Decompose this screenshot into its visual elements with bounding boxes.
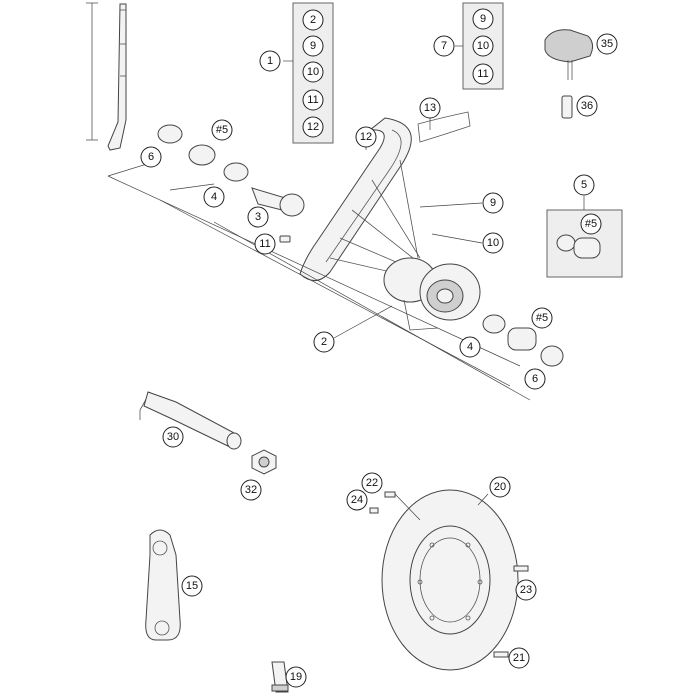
callout-4-right[interactable]: 4 <box>459 336 481 358</box>
callout-10-spoke[interactable]: 10 <box>482 232 504 254</box>
svg-text:20: 20 <box>494 481 506 493</box>
svg-text:6: 6 <box>148 151 154 163</box>
svg-text:#5: #5 <box>216 124 228 136</box>
callout-6-left[interactable]: 6 <box>140 146 162 168</box>
svg-text:30: 30 <box>167 431 179 443</box>
callout-1[interactable]: 1 <box>259 50 281 72</box>
callout-21[interactable]: 21 <box>508 647 530 669</box>
svg-text:11: 11 <box>477 68 488 80</box>
svg-text:#5: #5 <box>536 312 548 324</box>
callout-20[interactable]: 20 <box>489 476 511 498</box>
svg-text:35: 35 <box>601 38 613 50</box>
disc-bolts-right <box>493 565 529 658</box>
callout-2-hub[interactable]: 2 <box>313 331 335 353</box>
axle-nut-part <box>251 449 277 475</box>
callout-11-kit7[interactable]: 11 <box>472 63 494 85</box>
svg-text:7: 7 <box>441 40 447 52</box>
callout-2-kit[interactable]: 2 <box>302 9 324 31</box>
callout-12-rim[interactable]: 12 <box>355 126 377 148</box>
callout-35[interactable]: 35 <box>596 33 618 55</box>
valve-part <box>561 95 573 119</box>
svg-text:32: 32 <box>245 484 257 496</box>
callout-12-kit1[interactable]: 12 <box>302 116 324 138</box>
callout-9-kit1[interactable]: 9 <box>302 35 324 57</box>
left-parts-stack <box>157 124 305 243</box>
svg-text:10: 10 <box>487 237 499 249</box>
svg-text:15: 15 <box>186 580 198 592</box>
svg-text:9: 9 <box>310 40 316 52</box>
callout-13[interactable]: 13 <box>419 97 441 119</box>
axle-part <box>139 391 242 450</box>
svg-text:19: 19 <box>290 671 302 683</box>
valve-tool-part <box>271 661 289 693</box>
svg-text:21: 21 <box>513 652 525 664</box>
kit-5-box <box>546 196 623 278</box>
callout-11-nipple[interactable]: 11 <box>254 233 276 255</box>
callout-7[interactable]: 7 <box>433 35 455 57</box>
callout-36[interactable]: 36 <box>576 95 598 117</box>
svg-text:9: 9 <box>480 13 486 25</box>
hub-part <box>383 257 481 331</box>
callout-4-left[interactable]: 4 <box>203 186 225 208</box>
valve-cap-part <box>544 29 594 80</box>
svg-text:11: 11 <box>259 238 270 250</box>
callout-30[interactable]: 30 <box>162 426 184 448</box>
callout-10-kit1[interactable]: 10 <box>302 61 324 83</box>
svg-text:22: 22 <box>366 477 378 489</box>
callout-19[interactable]: 19 <box>285 666 307 688</box>
right-parts-stack <box>482 314 564 367</box>
wrench-part <box>145 529 181 641</box>
svg-text:10: 10 <box>307 66 319 78</box>
disc-bolts-top <box>369 491 421 521</box>
callout-5-right[interactable]: #5 <box>531 307 553 329</box>
callout-10-kit7[interactable]: 10 <box>472 35 494 57</box>
svg-text:2: 2 <box>310 14 316 26</box>
callout-22[interactable]: 22 <box>361 472 383 494</box>
svg-text:11: 11 <box>307 94 318 106</box>
svg-text:2: 2 <box>321 336 327 348</box>
callout-32[interactable]: 32 <box>240 479 262 501</box>
svg-text:6: 6 <box>532 373 538 385</box>
svg-text:12: 12 <box>307 121 319 133</box>
callout-15[interactable]: 15 <box>181 575 203 597</box>
svg-text:36: 36 <box>581 100 593 112</box>
svg-text:4: 4 <box>211 191 217 203</box>
callout-3[interactable]: 3 <box>247 206 269 228</box>
rim-tape-part <box>417 111 471 143</box>
callout-9-kit7[interactable]: 9 <box>472 8 494 30</box>
callout-6-right[interactable]: 6 <box>524 368 546 390</box>
callout-11-kit1[interactable]: 11 <box>302 89 324 111</box>
callout-5-left[interactable]: #5 <box>211 119 233 141</box>
callout-24[interactable]: 24 <box>346 489 368 511</box>
svg-text:13: 13 <box>424 102 436 114</box>
svg-text:10: 10 <box>477 40 489 52</box>
svg-text:5: 5 <box>581 179 587 191</box>
brake-disc-part <box>381 489 519 671</box>
spoke-part <box>86 2 127 151</box>
svg-text:3: 3 <box>255 211 261 223</box>
callout-5-kit[interactable]: 5 <box>573 174 595 196</box>
svg-text:24: 24 <box>351 494 363 506</box>
svg-text:1: 1 <box>267 55 273 67</box>
svg-text:4: 4 <box>467 341 473 353</box>
callout-5-in-kit[interactable]: #5 <box>580 213 602 235</box>
svg-text:#5: #5 <box>585 218 597 230</box>
svg-text:9: 9 <box>490 197 496 209</box>
svg-text:12: 12 <box>360 131 372 143</box>
callout-23[interactable]: 23 <box>515 579 537 601</box>
callout-9-spoke[interactable]: 9 <box>482 192 504 214</box>
svg-text:23: 23 <box>520 584 532 596</box>
